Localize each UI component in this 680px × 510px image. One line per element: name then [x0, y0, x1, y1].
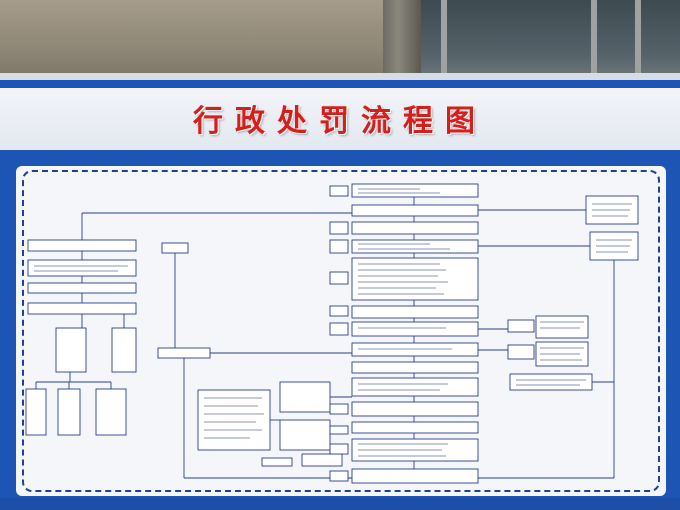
flow-node [27, 302, 137, 315]
flow-node [351, 239, 479, 254]
flow-node [55, 327, 87, 373]
flow-node [57, 388, 81, 436]
flow-node [351, 204, 479, 217]
flow-node [111, 327, 137, 373]
flow-node [351, 468, 479, 484]
flow-node [27, 259, 137, 277]
flow-node [351, 305, 479, 319]
flow-node [261, 457, 293, 467]
flow-node [509, 373, 593, 391]
flow-node [351, 421, 479, 434]
flow-node [197, 389, 271, 451]
window-mullion [591, 0, 597, 80]
flow-node [535, 315, 589, 339]
flow-node [27, 239, 137, 252]
flow-node [329, 425, 349, 435]
flow-node [27, 282, 137, 294]
flow-node [279, 381, 331, 413]
flow-node [329, 305, 349, 317]
dashed-border [22, 170, 660, 492]
flow-node [351, 342, 479, 357]
flow-node [329, 239, 349, 254]
flow-node [351, 221, 479, 235]
background-window [421, 0, 680, 80]
flow-node [507, 344, 535, 360]
flow-node [301, 453, 343, 467]
flow-node [157, 347, 211, 359]
flow-node [351, 257, 479, 301]
background-pillar [383, 0, 421, 80]
flow-node [95, 388, 127, 436]
board-title: 行政处罚流程图 [193, 104, 487, 139]
window-mullion [635, 0, 641, 80]
title-band [0, 88, 680, 150]
board-bottom-edge [0, 498, 680, 510]
flow-node [507, 319, 535, 333]
flow-node [329, 403, 349, 415]
flow-node [351, 183, 479, 198]
flow-node [351, 377, 479, 397]
flow-node [329, 443, 349, 455]
flow-node [351, 361, 479, 374]
flow-node [329, 271, 349, 285]
flow-node [329, 322, 349, 336]
flow-node [351, 321, 479, 337]
flow-node [329, 185, 349, 197]
illegible-small-print [34, 188, 632, 457]
flow-node [351, 401, 479, 417]
flow-node [279, 419, 331, 451]
flow-node [25, 388, 47, 436]
window-mullion [441, 0, 447, 80]
flow-node [329, 221, 349, 235]
flow-node [161, 242, 189, 254]
flow-node [329, 470, 349, 482]
